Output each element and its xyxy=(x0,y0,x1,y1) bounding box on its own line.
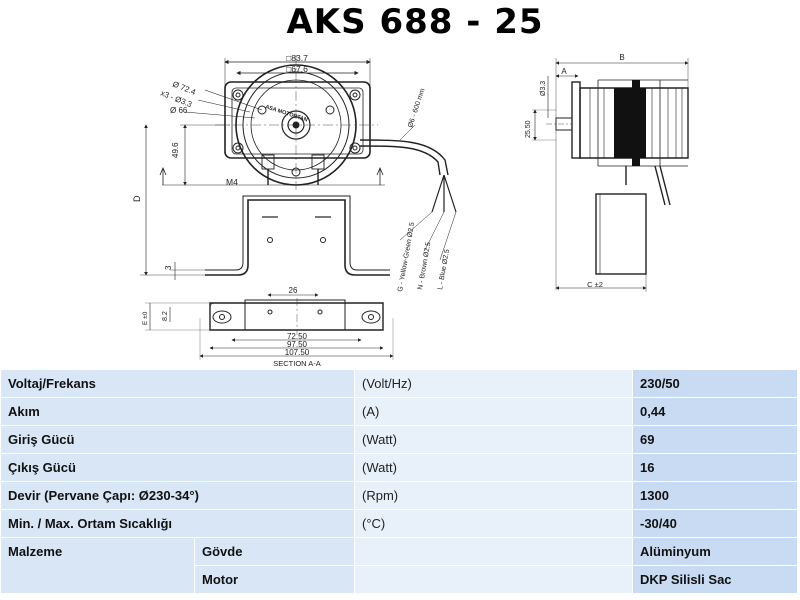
motor-core xyxy=(614,88,646,158)
dim-82: 8.2 xyxy=(162,311,169,321)
dim-2550: 25.50 xyxy=(525,120,532,138)
spec-unit: (A) xyxy=(354,397,633,426)
dim-cable: Ø6 - 600 mm xyxy=(407,87,426,128)
spec-unit: (°C) xyxy=(354,509,633,538)
spec-row: Akım(A)0,44 xyxy=(0,397,798,426)
technical-drawing: □83.7 □67.6 Ø 72.4 x3 - Ø3.3 Ø 66 ASA MO… xyxy=(132,53,689,368)
spec-row: Giriş Gücü(Watt)69 xyxy=(0,425,798,454)
spec-value: 69 xyxy=(632,425,798,454)
spec-value: 1300 xyxy=(632,481,798,510)
material-value: Alüminyum xyxy=(632,537,798,566)
front-view xyxy=(140,55,457,280)
dim-9750: 97.50 xyxy=(287,340,308,349)
wire-l-label: L - Blue Ø2.5 xyxy=(437,249,451,291)
spec-unit: (Watt) xyxy=(354,453,633,482)
dim-7250: 72.50 xyxy=(287,332,308,341)
brand-label: ASA MOTORTAN xyxy=(264,104,308,123)
spec-value: -30/40 xyxy=(632,509,798,538)
spec-label: Devir (Pervane Çapı: Ø230-34°) xyxy=(0,481,355,510)
spec-label: Min. / Max. Ortam Sıcaklığı xyxy=(0,509,355,538)
dim-m4: M4 xyxy=(226,177,238,187)
material-unit xyxy=(354,565,633,594)
spec-value: 230/50 xyxy=(632,369,798,398)
dim-c: C ±2 xyxy=(587,280,603,289)
spec-label: Çıkış Gücü xyxy=(0,453,355,482)
dim-26: 26 xyxy=(289,286,298,295)
dim-3: 3 xyxy=(164,265,173,270)
spec-row: Voltaj/Frekans(Volt/Hz)230/50 xyxy=(0,369,798,398)
material-value: DKP Silisli Sac xyxy=(632,565,798,594)
dim-49: 49.6 xyxy=(171,142,180,158)
dim-square-outer: □83.7 xyxy=(286,53,308,63)
wire-g-label: G - Yellow-Green Ø2.5 xyxy=(397,222,416,293)
spec-row: Devir (Pervane Çapı: Ø230-34°)(Rpm)1300 xyxy=(0,481,798,510)
dim-b: B xyxy=(619,53,624,62)
dim-33: Ø3.3 xyxy=(540,81,547,96)
spec-value: 16 xyxy=(632,453,798,482)
wire-n-label: N - Brown Ø2.5 xyxy=(417,242,432,291)
spec-row: Min. / Max. Ortam Sıcaklığı(°C)-30/40 xyxy=(0,509,798,538)
material-unit xyxy=(354,537,633,566)
dim-e: E ±0 xyxy=(142,311,149,325)
section-caption: SECTION A-A xyxy=(273,359,321,368)
spec-unit: (Volt/Hz) xyxy=(354,369,633,398)
material-part: Gövde xyxy=(194,537,355,566)
motor-core-edge xyxy=(632,80,640,166)
spec-unit: (Watt) xyxy=(354,425,633,454)
material-part: Motor xyxy=(194,565,355,594)
material-label: Malzeme xyxy=(0,537,195,594)
dim-square-inner: □67.6 xyxy=(286,64,308,74)
spec-value: 0,44 xyxy=(632,397,798,426)
spec-label: Giriş Gücü xyxy=(0,425,355,454)
dim-10750: 107.50 xyxy=(285,348,310,357)
dim-d: D xyxy=(132,195,142,202)
material-row: Motor DKP Silisli Sac xyxy=(1,565,798,594)
spec-label: Akım xyxy=(0,397,355,426)
spec-row: Çıkış Gücü(Watt)16 xyxy=(0,453,798,482)
spec-unit: (Rpm) xyxy=(354,481,633,510)
side-view xyxy=(532,58,689,292)
dim-a: A xyxy=(561,67,567,76)
spec-label: Voltaj/Frekans xyxy=(0,369,355,398)
section-view xyxy=(145,293,394,360)
dim-dia-66: Ø 66 xyxy=(170,106,188,115)
page-title: AKS 688 - 25 xyxy=(286,2,544,42)
